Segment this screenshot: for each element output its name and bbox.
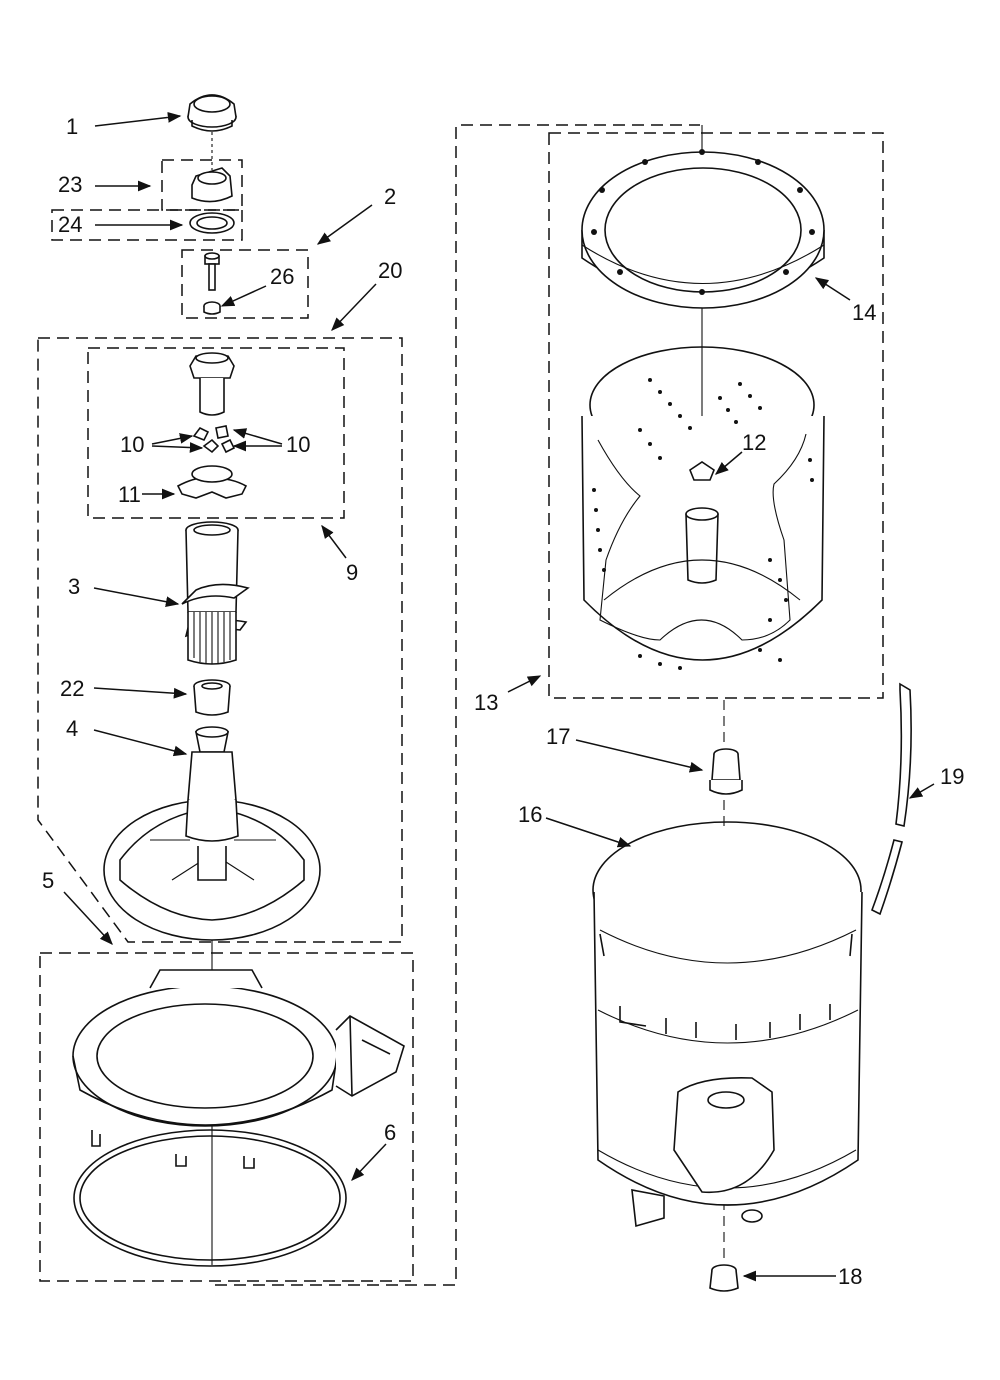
callout-6: 6	[384, 1120, 396, 1145]
group-box-13	[548, 132, 884, 699]
callout-23: 23	[58, 172, 82, 197]
seal-ring-part	[189, 212, 235, 234]
callout-9: 9	[346, 560, 358, 585]
callout-arrows	[63, 112, 935, 1282]
hub-nut-part	[709, 748, 743, 795]
callout-2: 2	[384, 184, 396, 209]
outer-tub-part	[592, 821, 863, 1228]
callout-16: 16	[518, 802, 542, 827]
group-box-9	[87, 347, 345, 519]
callout-24: 24	[58, 212, 82, 237]
callout-17: 17	[546, 724, 570, 749]
callout-10-left: 10	[120, 432, 144, 457]
callout-22: 22	[60, 676, 84, 701]
hose-part	[870, 682, 912, 916]
tub-ring-part	[72, 969, 405, 1169]
agitator-base-part	[103, 726, 321, 941]
callout-19: 19	[940, 764, 964, 789]
group-box-24	[51, 209, 243, 241]
agitator-cap-part	[187, 94, 237, 132]
group-box-2	[181, 249, 309, 319]
group-box-5	[39, 952, 414, 1282]
callout-labels: 1 2 3 4 5 6 9 10 10 11 12 13 14 16 17 18…	[42, 114, 964, 1289]
callout-10-right: 10	[286, 432, 310, 457]
group-box-20	[37, 337, 403, 943]
group-boxes	[37, 124, 884, 1286]
callout-1: 1	[66, 114, 78, 139]
callout-14: 14	[852, 300, 876, 325]
drain-fitting-part	[709, 1264, 739, 1292]
callout-11: 11	[118, 482, 141, 507]
agitator-dog-assembly-part	[176, 352, 248, 499]
connector-dashed-line	[215, 124, 700, 1286]
callout-12: 12	[742, 430, 766, 455]
callout-20: 20	[378, 258, 402, 283]
callout-26: 26	[270, 264, 294, 289]
callout-3: 3	[68, 574, 80, 599]
agitator-auger-part	[181, 521, 250, 665]
callout-5: 5	[42, 868, 54, 893]
group-box-23	[161, 159, 243, 211]
callout-4: 4	[66, 716, 78, 741]
tub-seal-part	[73, 1129, 347, 1267]
spin-basket-part	[581, 346, 825, 670]
bearing-part	[193, 679, 231, 716]
balance-ring-part	[581, 149, 825, 309]
callout-13: 13	[474, 690, 498, 715]
callout-18: 18	[838, 1264, 862, 1289]
cam-part	[191, 167, 233, 203]
bolt-part	[203, 252, 221, 315]
